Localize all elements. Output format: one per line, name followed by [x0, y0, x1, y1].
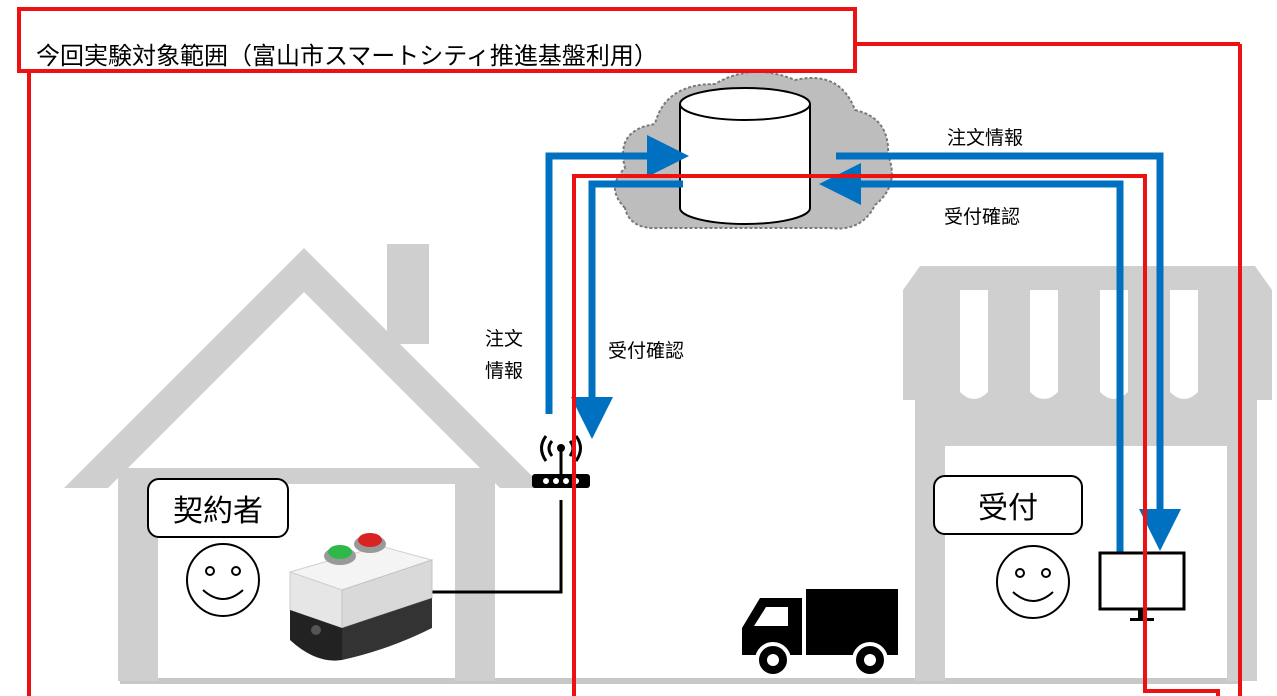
- database-icon: [679, 87, 811, 225]
- order-info-label-right: 注文情報: [947, 127, 1024, 149]
- smiley-face-icon: [186, 543, 260, 617]
- cable-line: [432, 500, 563, 594]
- arrow-left-down: [571, 180, 683, 439]
- order-info-label-left-line2: 情報: [485, 360, 524, 382]
- arrow-right-down: [836, 152, 1181, 551]
- router-icon: [532, 435, 590, 488]
- contractor-label: 契約者: [173, 494, 263, 529]
- reception-label-box: 受付: [933, 475, 1083, 535]
- smiley-face-icon: [996, 545, 1070, 619]
- arrow-left-up: [545, 135, 689, 414]
- receipt-confirm-label-right: 受付確認: [944, 206, 1021, 228]
- reception-label: 受付: [978, 491, 1038, 526]
- receipt-confirm-label-left: 受付確認: [608, 340, 685, 362]
- store-icon: [903, 266, 1272, 681]
- contractor-label-box: 契約者: [147, 478, 289, 538]
- monitor-icon: [1098, 551, 1186, 621]
- scope-boundary: [17, 7, 1242, 696]
- truck-icon: [742, 589, 898, 678]
- house-icon: [64, 244, 544, 681]
- scope-title: 今回実験対象範囲（富山市スマートシティ推進基盤利用）: [36, 42, 658, 70]
- order-info-label-left-line1: 注文: [485, 328, 524, 350]
- arrow-right-up: [819, 163, 1124, 552]
- push-button-box-icon: [288, 533, 434, 661]
